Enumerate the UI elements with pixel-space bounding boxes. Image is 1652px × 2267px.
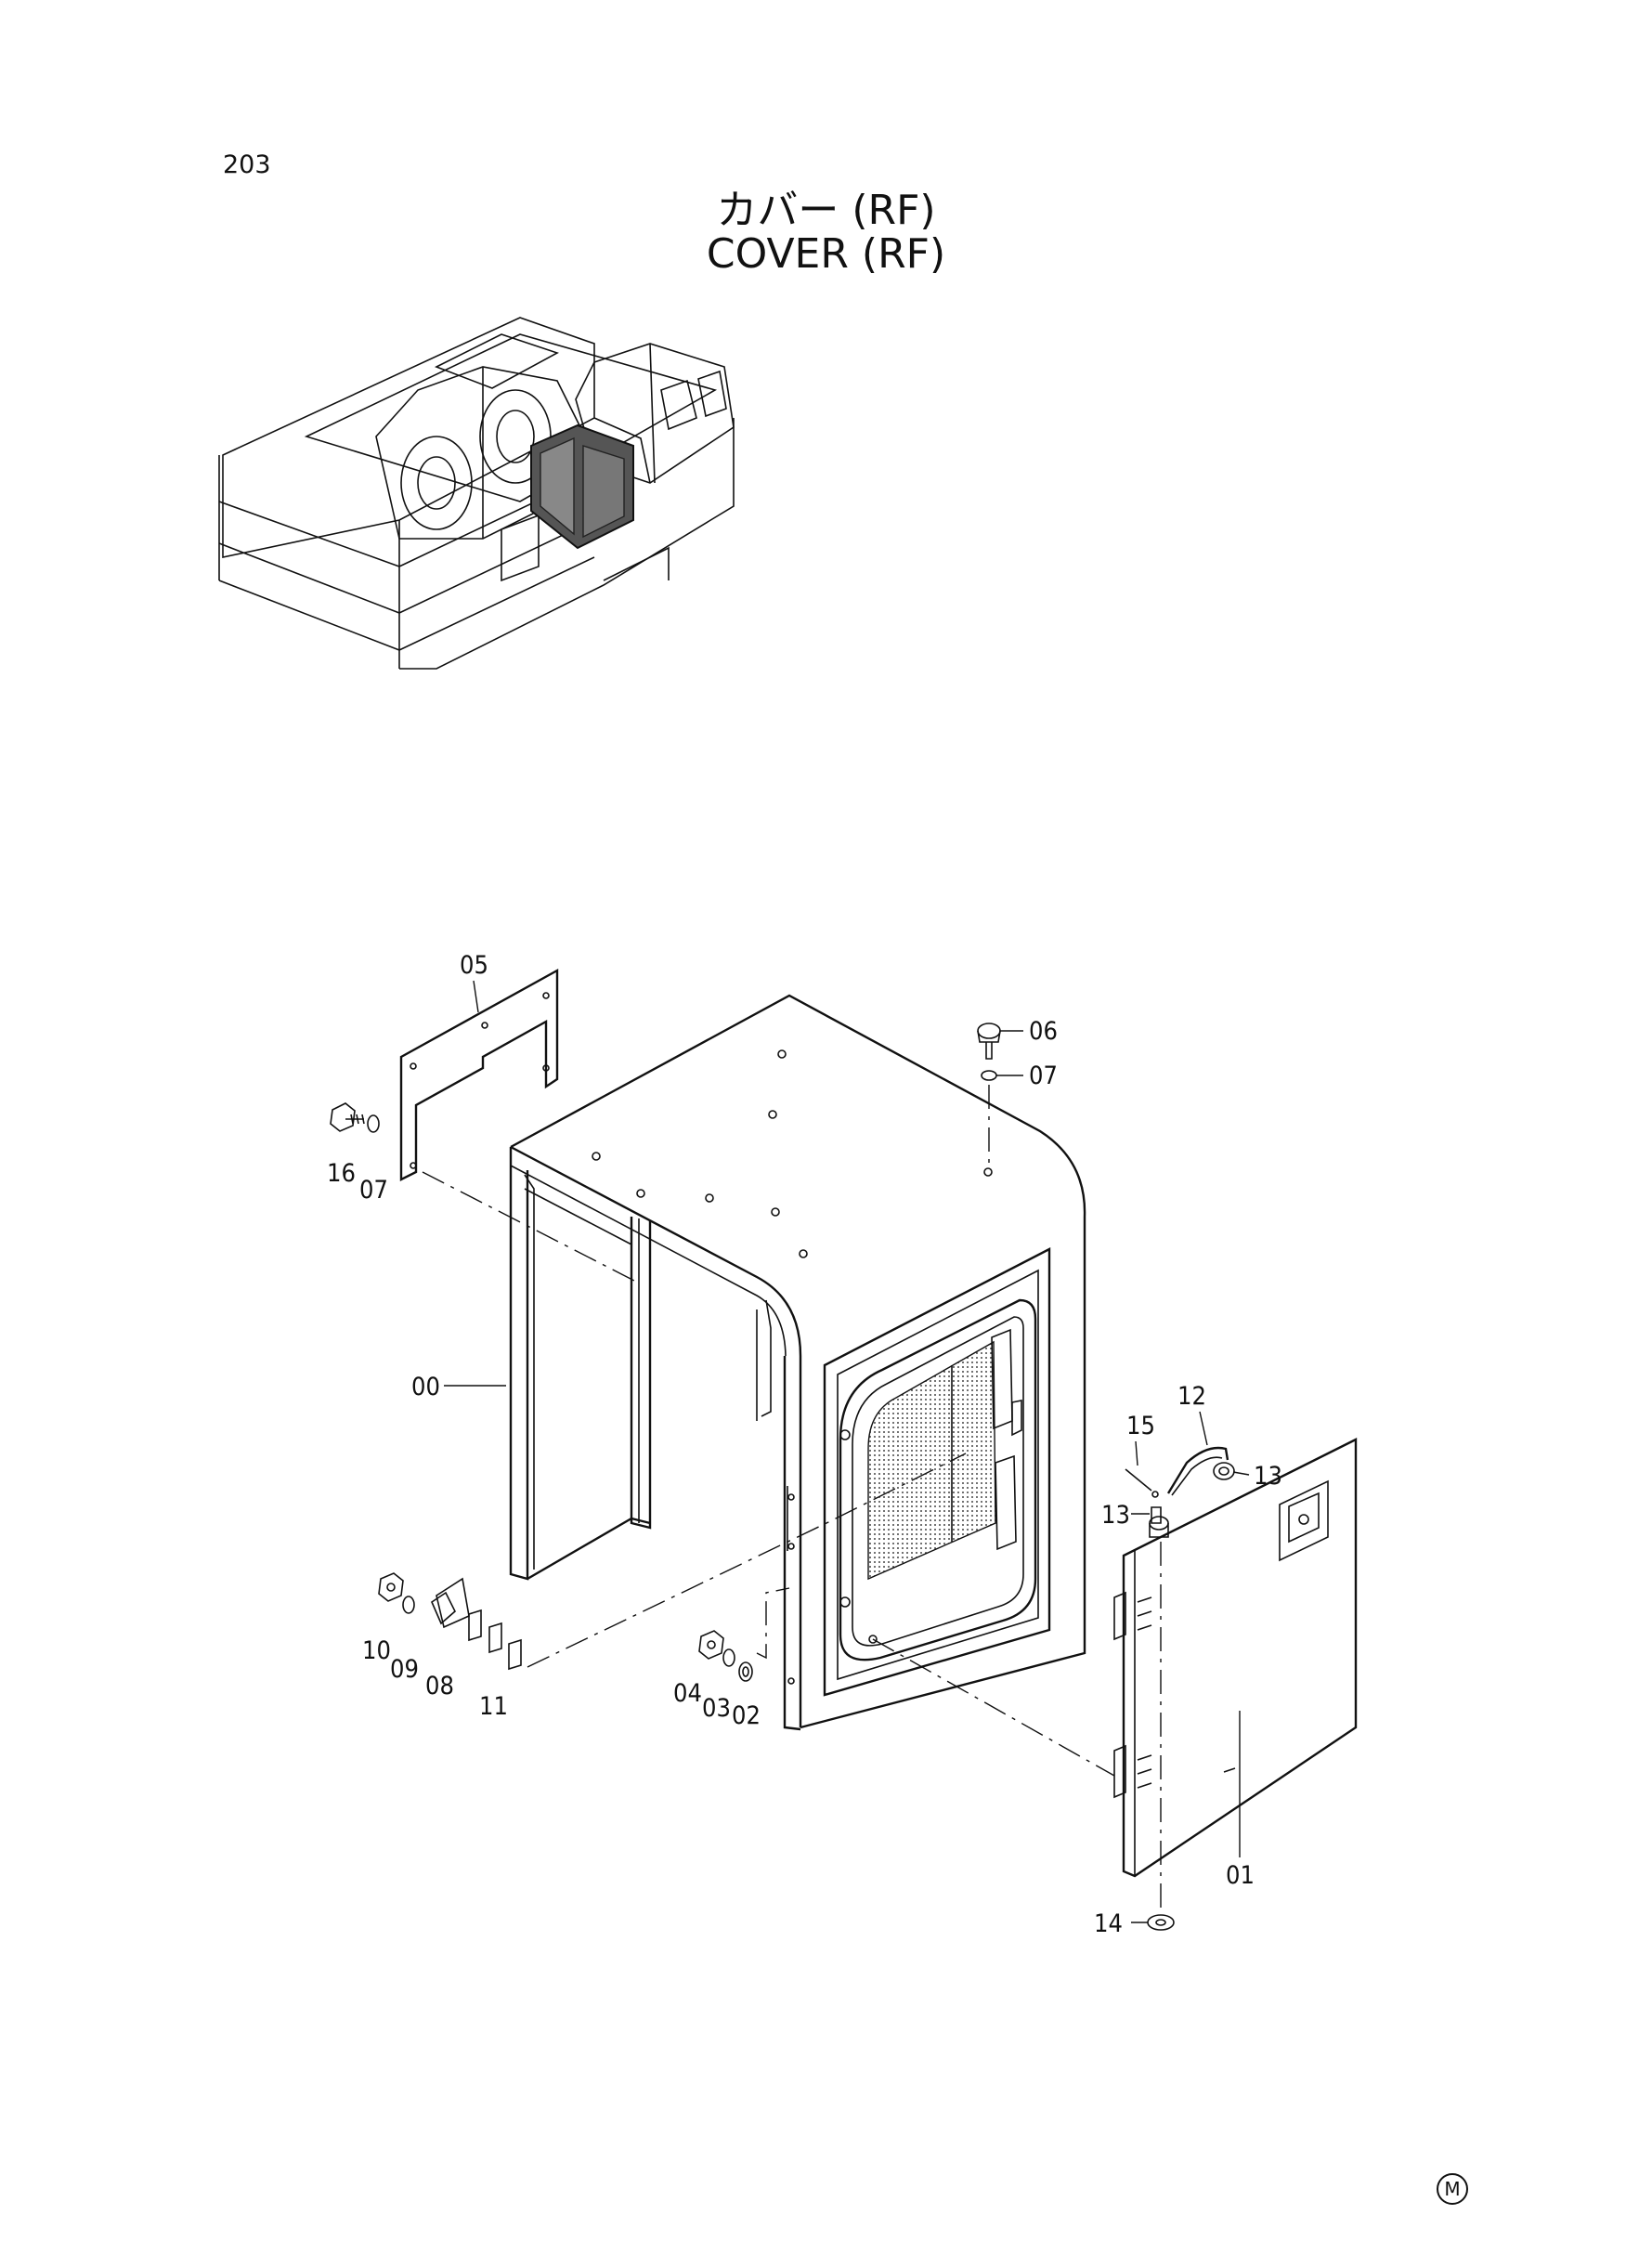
cover-assembly-icon bbox=[509, 994, 1086, 1731]
m-mark-icon: M bbox=[1437, 2173, 1468, 2205]
excavator-overview-icon bbox=[218, 317, 735, 670]
callout-10: 10 bbox=[362, 1636, 391, 1665]
callout-07-top: 07 bbox=[1029, 1062, 1058, 1090]
callout-11: 11 bbox=[479, 1692, 508, 1721]
callout-12: 12 bbox=[1177, 1382, 1206, 1411]
page-number: 203 bbox=[223, 150, 271, 179]
highlighted-cover-rf bbox=[530, 423, 634, 550]
assembly-lines bbox=[422, 1085, 1162, 1913]
callout-13-right: 13 bbox=[1254, 1462, 1282, 1491]
callout-05: 05 bbox=[460, 951, 488, 980]
callout-16: 16 bbox=[327, 1159, 356, 1188]
page-title-japanese: カバー (RF) bbox=[716, 187, 936, 234]
leader-lines bbox=[444, 980, 1250, 1923]
callout-09: 09 bbox=[390, 1655, 419, 1684]
callout-01: 01 bbox=[1226, 1861, 1255, 1890]
callout-labels: 05 06 07 16 07 00 12 15 13 13 10 09 08 1… bbox=[327, 951, 1282, 1938]
hardware-icons bbox=[330, 1023, 1235, 1931]
door-01-icon bbox=[1113, 1438, 1358, 1878]
callout-03: 03 bbox=[702, 1694, 731, 1723]
callout-00: 00 bbox=[411, 1373, 440, 1401]
callout-04: 04 bbox=[673, 1679, 702, 1708]
callout-14: 14 bbox=[1094, 1909, 1123, 1938]
callout-13-left: 13 bbox=[1101, 1501, 1130, 1530]
plate-05-icon bbox=[399, 968, 559, 1181]
callout-07-left: 07 bbox=[359, 1176, 388, 1205]
callout-08: 08 bbox=[425, 1672, 454, 1700]
callout-06: 06 bbox=[1029, 1017, 1058, 1046]
callout-02: 02 bbox=[732, 1701, 761, 1730]
page-title-english: COVER (RF) bbox=[706, 230, 946, 278]
callout-15: 15 bbox=[1126, 1412, 1155, 1440]
